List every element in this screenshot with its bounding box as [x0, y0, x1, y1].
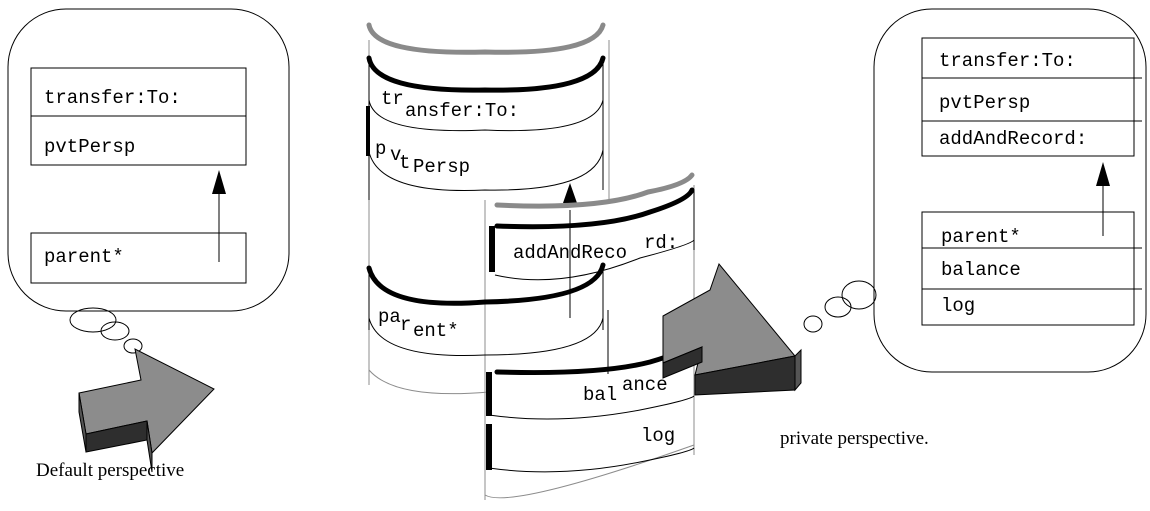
center-log-label: log: [641, 425, 675, 447]
center-pvtpersp-p: p: [375, 138, 386, 160]
left-arrowhead-icon: [212, 170, 226, 194]
right-method-pvtpersp: pvtPersp: [939, 92, 1030, 114]
left-parent-label: parent*: [44, 246, 124, 268]
balance-slice-bottom: [488, 395, 695, 420]
center-record-part2: rd:: [644, 232, 678, 254]
upper-slice-bottom: [368, 99, 604, 132]
top-gray-rim: [366, 22, 606, 55]
right-bubble-tail-small: [803, 315, 823, 333]
right-state-parent: parent*: [941, 226, 1021, 248]
left-method-pvtpersp: pvtPersp: [44, 136, 135, 158]
center-pvtpersp-v: v: [390, 144, 401, 166]
left-bubble-tail-small: [123, 338, 143, 354]
right-bubble-tail-large: [841, 280, 877, 310]
center-pvtpersp-persp: Persp: [413, 156, 470, 178]
log-slice-bottom: [488, 447, 695, 473]
right-arrowhead-icon: [1096, 162, 1110, 186]
left-bubble-tail-medium: [100, 321, 130, 341]
right-state-box: [921, 211, 1135, 326]
left-bubble-tail-large: [69, 307, 117, 333]
right-method-transfer: transfer:To:: [939, 50, 1076, 72]
center-transfer-part2: ansfer:To:: [405, 100, 519, 122]
record-gray-rim: [494, 172, 695, 209]
pvtpersp-slice-bottom: [368, 149, 604, 191]
center-arrowhead-icon: [563, 183, 577, 203]
right-state-balance: balance: [941, 259, 1021, 281]
center-pvtpersp-t: t: [399, 152, 410, 174]
right-thought-bubble: transfer:To: pvtPersp addAndRecord: pare…: [803, 8, 1147, 373]
record-black-rim: [494, 187, 695, 230]
left-bubble-outline: [7, 8, 290, 312]
record-slice-bottom: [494, 239, 695, 281]
right-caption: private perspective.: [780, 428, 929, 449]
center-outer-bottom-curve: [368, 369, 490, 395]
parent-black-rim: [366, 262, 606, 306]
center-parent-part2: r: [400, 314, 411, 336]
center-parent-part1: pa: [378, 306, 401, 328]
left-3d-arrow-icon: [78, 348, 215, 473]
center-transfer-part1: tr: [381, 88, 404, 110]
upper-black-rim: [366, 55, 606, 93]
right-3d-arrow-icon: [662, 262, 802, 396]
center-parent-part3: ent*: [413, 320, 459, 342]
center-layered-view: tr ansfer:To: p v t Persp addAndReco rd:…: [366, 22, 695, 500]
center-lower-bottom-curve: [484, 444, 695, 499]
left-method-transfer: transfer:To:: [44, 87, 181, 109]
right-bubble-outline: [873, 8, 1147, 373]
right-method-box: [921, 37, 1135, 157]
right-bubble-tail-medium: [824, 296, 852, 318]
parent-slice-bottom: [368, 317, 604, 357]
right-state-log: log: [941, 295, 975, 317]
left-thought-bubble: transfer:To: pvtPersp parent*: [7, 8, 290, 354]
center-record-part1: addAndReco: [513, 242, 627, 264]
left-caption: Default perspective: [36, 460, 184, 481]
left-parent-box: [30, 232, 247, 284]
center-balance-part1: bal: [583, 384, 617, 406]
center-balance-part2: ance: [622, 374, 668, 396]
right-method-addandrecord: addAndRecord:: [939, 128, 1087, 150]
